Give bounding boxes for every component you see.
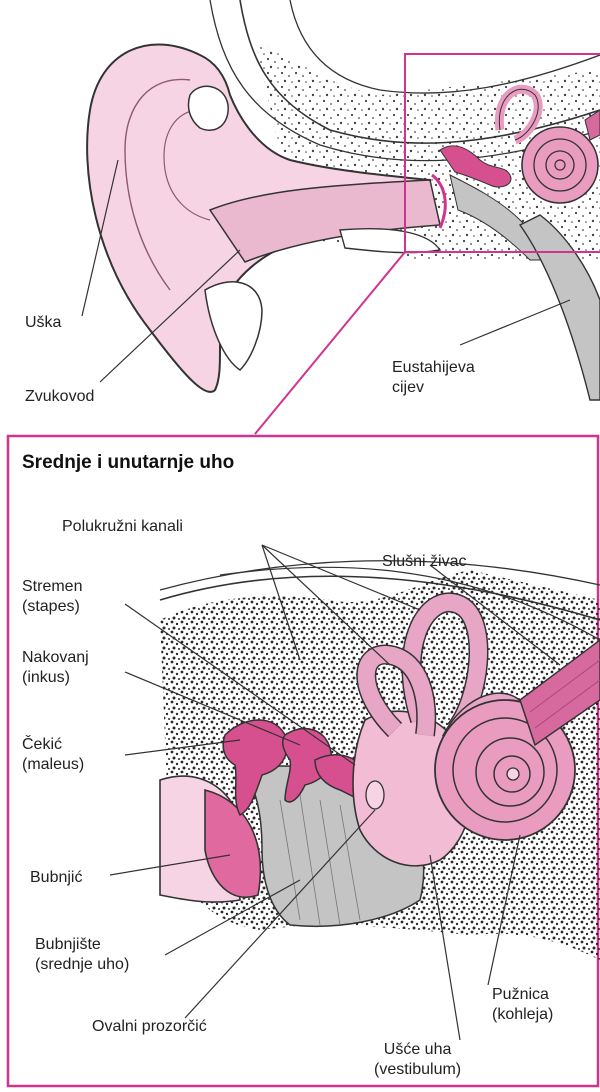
label-stapes-line1: Stremen (22, 577, 82, 597)
label-eardrum: Bubnjić (30, 868, 82, 888)
label-eustachian-line1: Eustahijeva (392, 358, 475, 378)
label-oval-window: Ovalni prozorčić (92, 1017, 207, 1037)
label-cochlea-line1: Pužnica (492, 985, 553, 1005)
label-auditory-nerve: Slušni živac (382, 552, 466, 572)
label-incus: Nakovanj (inkus) (22, 648, 89, 688)
label-auricle: Uška (25, 313, 61, 333)
zoom-connector (255, 252, 405, 434)
label-tympanic-cavity: Bubnjište (srednje uho) (35, 935, 129, 975)
label-malleus-line2: (maleus) (22, 755, 84, 775)
label-stapes-line2: (stapes) (22, 597, 82, 617)
label-incus-line1: Nakovanj (22, 648, 89, 668)
label-vestibule: Ušće uha (vestibulum) (374, 1040, 461, 1080)
inset-oval-window (366, 781, 384, 809)
label-tympanic-line2: (srednje uho) (35, 955, 129, 975)
label-eustachian-tube: Eustahijeva cijev (392, 358, 475, 398)
label-vestibule-line2: (vestibulum) (374, 1060, 461, 1080)
label-tympanic-line1: Bubnjište (35, 935, 129, 955)
label-vestibule-line1: Ušće uha (374, 1040, 461, 1060)
outer-ear-illustration (87, 0, 600, 400)
label-cochlea-line2: (kohleja) (492, 1005, 553, 1025)
label-ear-canal: Zvukovod (25, 387, 94, 407)
label-malleus-line1: Čekić (22, 735, 84, 755)
leader-eustachian (460, 300, 570, 345)
cochlea-top (522, 127, 598, 203)
label-eustachian-line2: cijev (392, 378, 475, 398)
inset-illustration (160, 561, 600, 960)
inset-title: Srednje i unutarnje uho (22, 452, 234, 474)
label-incus-line2: (inkus) (22, 668, 89, 688)
label-stapes: Stremen (stapes) (22, 577, 82, 617)
label-cochlea: Pužnica (kohleja) (492, 985, 553, 1025)
label-semicircular-canals: Polukružni kanali (62, 517, 183, 537)
label-malleus: Čekić (maleus) (22, 735, 84, 775)
